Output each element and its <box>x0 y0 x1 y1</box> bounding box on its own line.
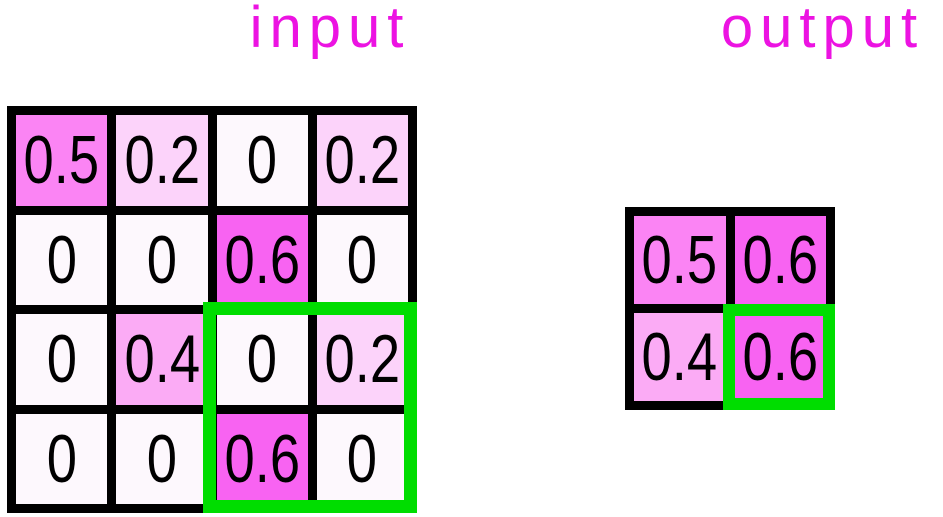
input-cell-r2c3: 0.2 <box>316 314 408 405</box>
output-cell-r1c0: 0.4 <box>634 313 726 401</box>
output-cell-r1c1: 0.6 <box>734 313 826 401</box>
input-cell-r1c1: 0 <box>116 214 208 305</box>
input-cell-r3c1: 0 <box>116 413 208 504</box>
output-title: output <box>720 0 925 60</box>
output-cell-r0c0: 0.5 <box>634 216 726 304</box>
input-title: input <box>249 0 411 60</box>
input-cell-r1c0: 0 <box>16 214 108 305</box>
input-cell-r2c2: 0 <box>216 314 308 405</box>
input-cell-r3c0: 0 <box>16 413 108 504</box>
input-grid: 0.5 0.2 0 0.2 0 0 0.6 0 0 0.4 0 0.2 0 0 … <box>7 106 417 513</box>
input-cell-r0c0: 0.5 <box>16 115 108 206</box>
input-cell-r3c2: 0.6 <box>216 413 308 504</box>
input-cell-r2c0: 0 <box>16 314 108 405</box>
input-cell-r1c2: 0.6 <box>216 214 308 305</box>
input-cell-r3c3: 0 <box>316 413 408 504</box>
output-cell-r0c1: 0.6 <box>734 216 826 304</box>
input-cell-r0c2: 0 <box>216 115 308 206</box>
input-cell-r2c1: 0.4 <box>116 314 208 405</box>
output-grid: 0.5 0.6 0.4 0.6 <box>625 207 835 410</box>
input-cell-r0c1: 0.2 <box>116 115 208 206</box>
input-cell-r0c3: 0.2 <box>316 115 408 206</box>
input-cell-r1c3: 0 <box>316 214 408 305</box>
